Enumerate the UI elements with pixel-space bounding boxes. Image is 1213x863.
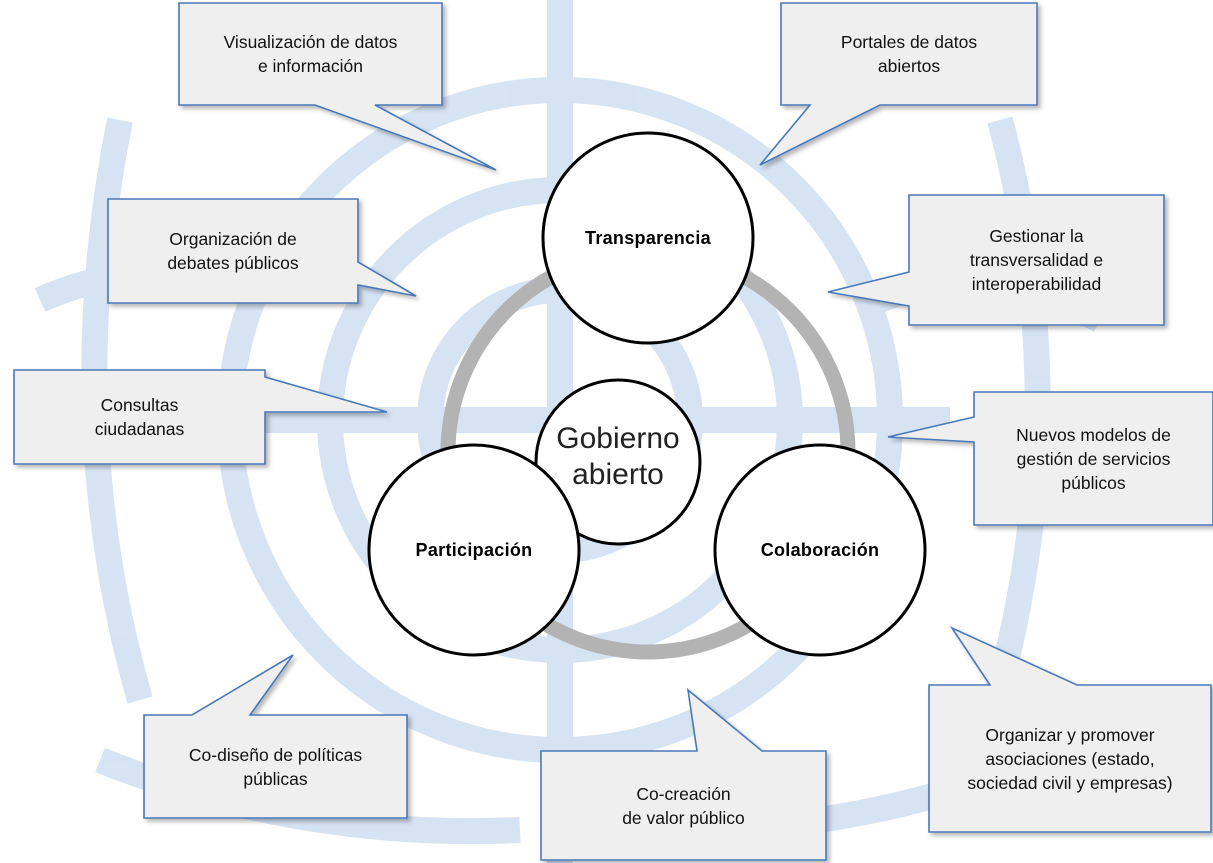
callout-portales: Portales de datos abiertos bbox=[840, 32, 978, 76]
circle-colaboracion bbox=[713, 443, 927, 657]
callout-debates: Organización de debates públicos bbox=[167, 229, 299, 273]
label-transparencia: Transparencia bbox=[585, 227, 711, 248]
callout-nuevos-modelos: Nuevos modelos de gestión de servicios p… bbox=[1016, 424, 1171, 493]
callout-shape-portales bbox=[759, 2, 1038, 166]
callout-consultas: Consultas ciudadanas bbox=[94, 395, 185, 439]
callout-asociaciones: Organizar y promover asociaciones (estad… bbox=[967, 724, 1173, 793]
circle-transparencia bbox=[541, 131, 755, 345]
callout-shape-transversalidad bbox=[827, 194, 1165, 326]
callout-transversalidad: Gestionar la transversalidad e interoper… bbox=[969, 226, 1104, 294]
callout-shape-co-creacion bbox=[540, 688, 827, 861]
callout-shape-asociaciones bbox=[928, 626, 1212, 833]
label-colaboracion: Colaboración bbox=[760, 539, 880, 560]
callout-co-diseno: Co-diseño de políticas públicas bbox=[188, 744, 363, 789]
label-participacion: Participación bbox=[415, 539, 533, 560]
callout-co-creacion: Co-creación de valor público bbox=[622, 783, 745, 828]
center-circle bbox=[534, 378, 702, 546]
callout-shape-visualizacion bbox=[178, 2, 497, 171]
callout-shape-nuevos-modelos bbox=[887, 391, 1213, 526]
callout-visualizacion: Visualización de datos e información bbox=[223, 32, 398, 76]
label-gobierno-abierto: Gobierno abierto bbox=[556, 422, 680, 491]
circle-participacion bbox=[367, 443, 581, 657]
callout-shape-consultas bbox=[13, 369, 388, 465]
callout-shape-co-diseno bbox=[143, 654, 408, 819]
callout-shape-debates bbox=[107, 198, 417, 304]
